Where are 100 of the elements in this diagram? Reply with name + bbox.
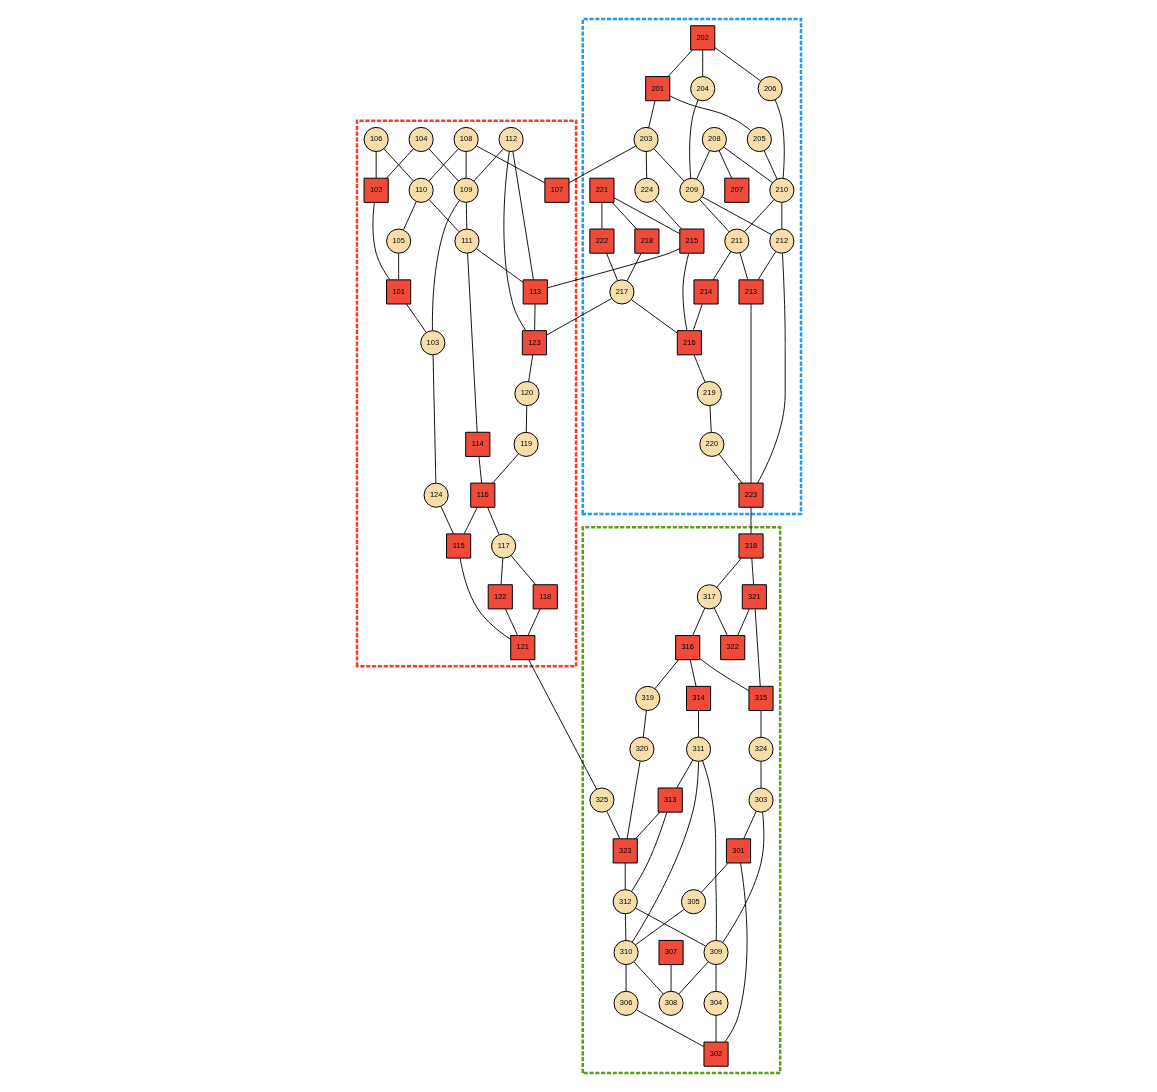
connector: [654, 659, 679, 690]
connector: [691, 607, 705, 636]
connector: [675, 759, 693, 789]
connector: [756, 252, 786, 484]
connector: [630, 811, 667, 892]
connector: [463, 506, 478, 535]
connector: [724, 862, 748, 1043]
connector: [502, 151, 526, 332]
connector: [715, 557, 742, 588]
connector: [486, 506, 500, 535]
connector: [718, 150, 732, 179]
connector: [527, 608, 540, 636]
node-circle: 203: [633, 126, 659, 153]
node-circle: 110: [408, 177, 434, 203]
connector: [605, 252, 618, 281]
connector: [715, 964, 716, 992]
connector: [692, 303, 703, 332]
connector: [698, 658, 749, 692]
connector: [605, 810, 620, 840]
connector: [500, 557, 503, 586]
node-box: 307: [657, 939, 684, 966]
connector: [722, 146, 773, 183]
node-box: 216: [676, 330, 702, 356]
connector: [693, 354, 705, 383]
connector: [405, 303, 427, 333]
connector: [626, 252, 642, 282]
connector: [634, 908, 685, 946]
connector: [625, 964, 627, 992]
connector: [697, 710, 699, 738]
node-box: 201: [644, 76, 670, 102]
node-box: 213: [737, 279, 764, 305]
connector: [739, 252, 748, 280]
node-circle: 124: [423, 482, 449, 508]
connector: [750, 506, 751, 535]
connector: [527, 354, 533, 382]
cluster: [581, 526, 781, 1075]
connector: [375, 151, 377, 179]
connector: [634, 811, 660, 840]
node-circle: 303: [747, 787, 774, 813]
node-circle: 306: [613, 990, 639, 1016]
node-circle: 212: [768, 228, 794, 254]
connector: [774, 99, 785, 179]
connector: [545, 298, 612, 336]
connector: [613, 197, 680, 235]
node-box: 202: [689, 25, 715, 51]
node-circle: 209: [678, 177, 704, 203]
node-circle: 220: [698, 431, 724, 457]
connector: [701, 49, 703, 77]
connector: [632, 961, 664, 995]
node-box: 207: [723, 177, 749, 203]
node-circle: 311: [685, 736, 711, 762]
connector: [465, 202, 467, 230]
node-box: 222: [588, 228, 614, 254]
connector: [743, 199, 774, 233]
connector: [511, 151, 534, 281]
node-circle: 119: [513, 431, 539, 457]
node-box: 116: [469, 482, 495, 508]
node-circle: 108: [453, 126, 479, 153]
cluster: [355, 119, 577, 668]
connector: [624, 913, 626, 941]
node-box: 114: [464, 431, 490, 457]
node-circle: 325: [588, 787, 614, 813]
node-circle: 319: [634, 685, 660, 711]
node-circle: 206: [757, 76, 783, 102]
node-circle: 210: [768, 177, 794, 203]
connector: [670, 964, 671, 992]
connector: [688, 99, 699, 179]
node-box: 101: [385, 279, 411, 305]
connector: [428, 199, 460, 233]
connector: [689, 659, 696, 687]
node-circle: 310: [613, 939, 639, 966]
node-circle: 217: [608, 279, 634, 305]
node-box: 121: [509, 635, 535, 661]
node-circle: 219: [696, 381, 722, 407]
connector: [472, 148, 504, 182]
node-circle: 106: [363, 126, 389, 153]
node-box: 322: [719, 635, 745, 661]
node-box: 223: [737, 482, 764, 508]
node-circle: 105: [385, 228, 411, 254]
node-circle: 111: [453, 228, 480, 254]
connector: [701, 760, 717, 941]
connector: [475, 248, 524, 283]
connector: [527, 659, 597, 790]
connector: [742, 810, 757, 840]
connector: [611, 202, 637, 230]
connector: [630, 299, 678, 334]
connector: [568, 145, 636, 184]
connector: [713, 607, 728, 636]
connector: [645, 151, 647, 179]
node-box: 318: [737, 533, 764, 559]
connector: [760, 761, 761, 789]
node-box: 122: [487, 584, 513, 610]
connector: [709, 405, 712, 433]
connector: [432, 354, 436, 484]
node-circle: 204: [689, 76, 715, 102]
connector: [760, 710, 761, 738]
node-box: 313: [657, 787, 683, 813]
connector: [647, 100, 655, 129]
connector: [510, 555, 536, 585]
connector: [667, 49, 693, 77]
